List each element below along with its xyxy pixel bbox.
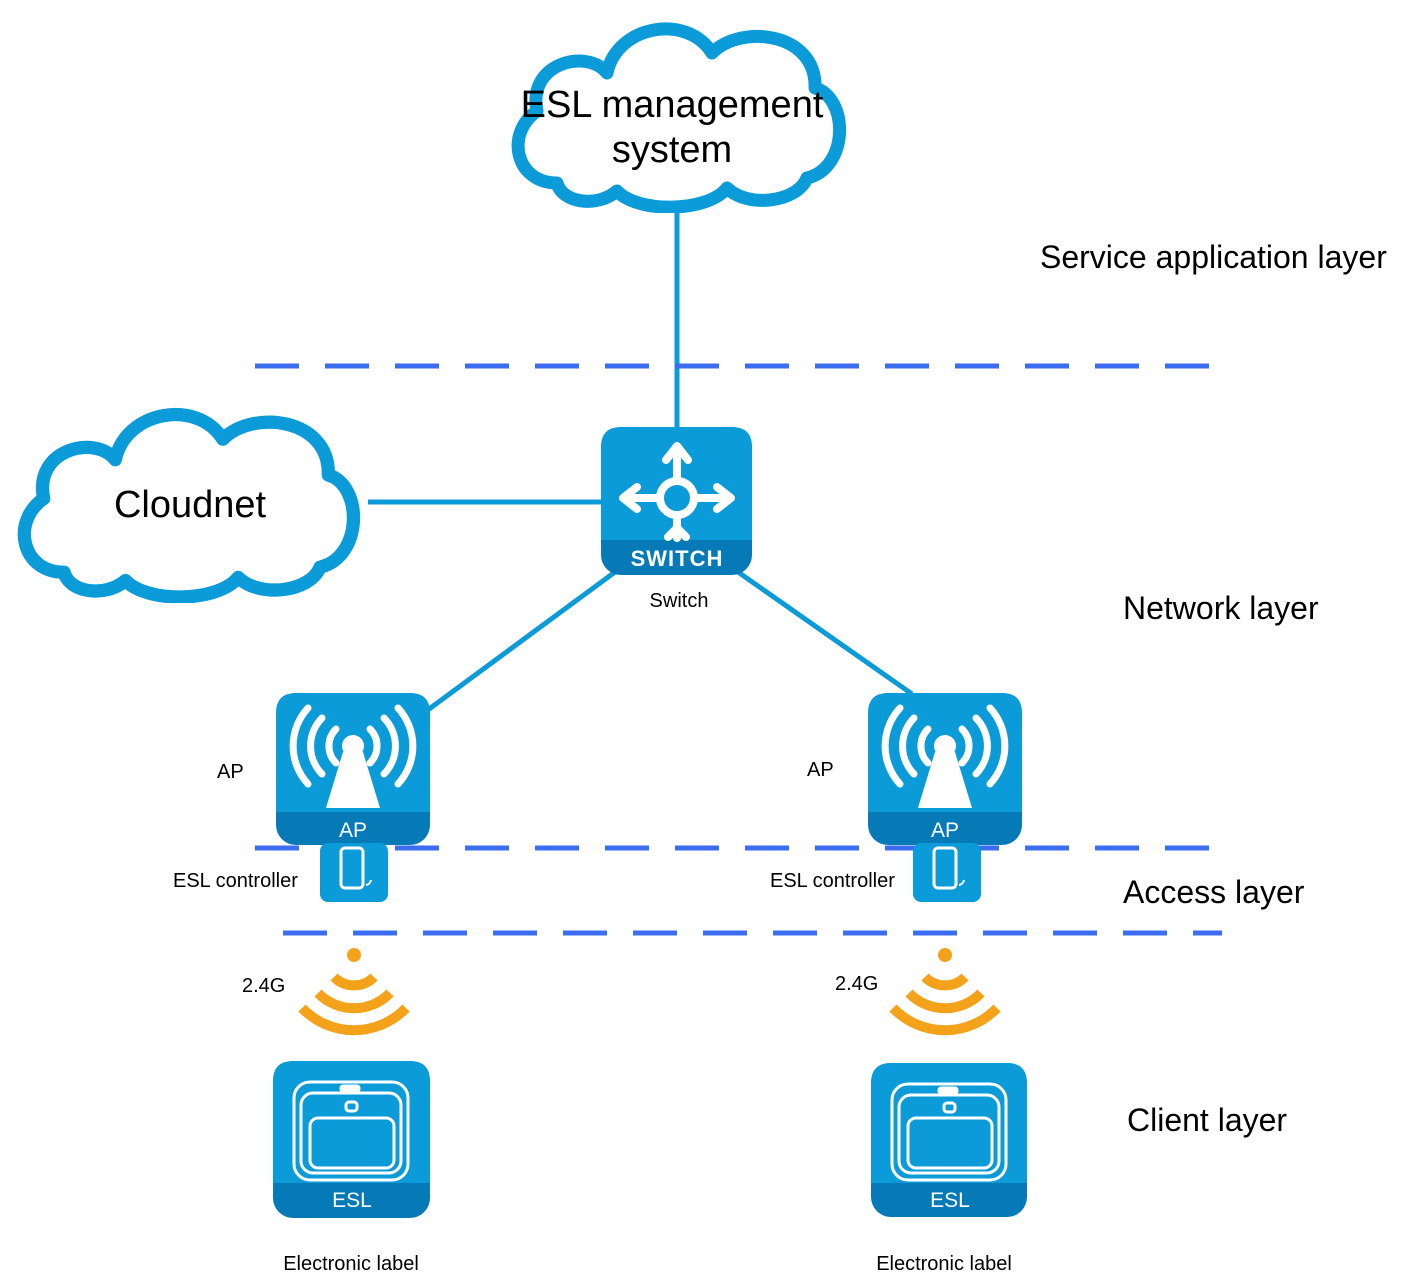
esl-management-line2: system <box>612 129 732 171</box>
right-ap-label: AP <box>807 759 834 781</box>
controller-dongle-icon <box>339 846 365 890</box>
right-wifi-signal-icon <box>889 948 1001 1036</box>
link-switch-to-right-ap <box>736 569 914 697</box>
right-branch: AP AP ESL controller <box>770 693 1027 1275</box>
right-esl-device: ESL <box>871 1063 1027 1217</box>
left-esl-controller-device <box>320 843 388 902</box>
antenna-signal-icon <box>289 704 417 808</box>
layer-dividers <box>255 363 1225 936</box>
controller-dongle-icon <box>932 846 958 890</box>
left-branch: AP AP ESL controller <box>173 693 430 1275</box>
left-ap-label: AP <box>217 761 244 783</box>
connection-lines <box>368 205 914 715</box>
left-controller-label: ESL controller <box>173 870 298 892</box>
right-ap-band-text: AP <box>931 819 959 842</box>
switch-band-text: SWITCH <box>631 546 724 571</box>
link-switch-to-left-ap <box>423 569 617 715</box>
left-ap-device: AP <box>276 693 430 845</box>
right-esl-caption: Electronic label <box>876 1253 1012 1275</box>
left-ap-band-text: AP <box>339 819 367 842</box>
layer-label-client: Client layer <box>1127 1102 1287 1138</box>
cloudnet-cloud: Cloudnet <box>24 415 353 597</box>
left-esl-device: ESL <box>273 1061 430 1218</box>
switch-arrows-icon <box>619 442 735 542</box>
left-esl-band-text: ESL <box>332 1189 372 1212</box>
left-frequency-label: 2.4G <box>242 975 285 997</box>
left-wifi-signal-icon <box>298 948 410 1036</box>
layer-label-network: Network layer <box>1123 590 1319 626</box>
right-frequency-label: 2.4G <box>835 973 878 995</box>
electronic-label-icon <box>890 1082 1008 1182</box>
left-esl-caption: Electronic label <box>283 1253 419 1275</box>
esl-management-line1: ESL management <box>521 84 824 126</box>
switch-device: SWITCH Switch <box>601 427 752 612</box>
electronic-label-icon <box>292 1080 410 1182</box>
cloudnet-label: Cloudnet <box>114 484 267 526</box>
right-controller-label: ESL controller <box>770 870 895 892</box>
right-esl-band-text: ESL <box>930 1189 970 1212</box>
layer-label-access: Access layer <box>1123 874 1305 910</box>
antenna-signal-icon <box>881 704 1009 808</box>
right-ap-device: AP <box>868 693 1022 845</box>
switch-caption: Switch <box>650 590 709 612</box>
layer-labels: Service application layer Network layer … <box>1040 239 1387 1138</box>
layer-label-service: Service application layer <box>1040 239 1387 275</box>
right-esl-controller-device <box>913 843 981 902</box>
esl-management-cloud: ESL management system <box>518 29 839 207</box>
